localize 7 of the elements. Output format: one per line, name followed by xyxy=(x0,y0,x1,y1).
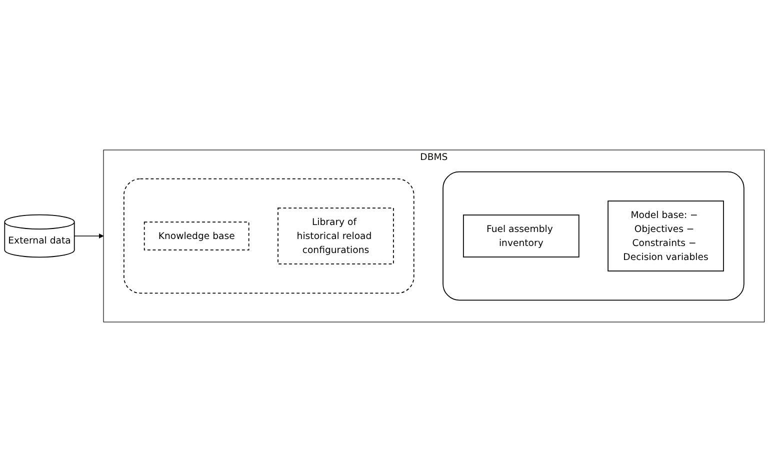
node-box: Knowledge base xyxy=(144,222,250,250)
node-box: Library of historical reload configurations xyxy=(278,208,394,264)
cluster xyxy=(124,178,414,294)
cluster xyxy=(442,171,744,301)
node-box: Model base: − Objectives − Constraints − Decision variables xyxy=(608,200,724,272)
arrow xyxy=(74,233,104,239)
node-box: Fuel assembly inventory xyxy=(463,214,580,258)
